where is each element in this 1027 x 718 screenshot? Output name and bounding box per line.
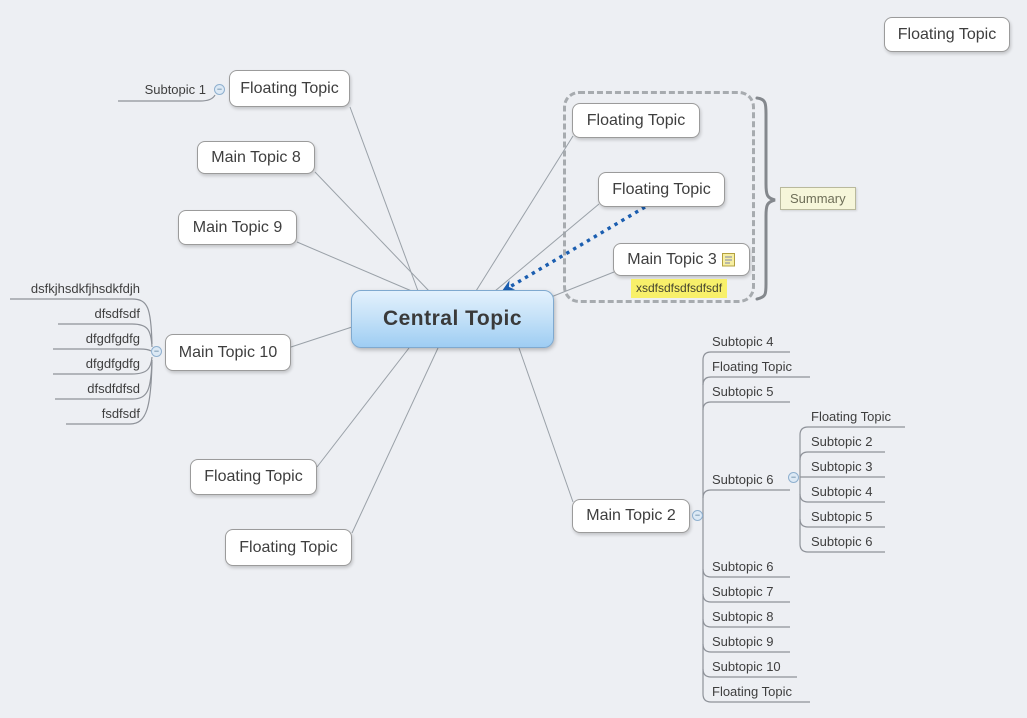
underline — [66, 361, 153, 425]
branch-line — [316, 347, 410, 468]
topic-label: Floating Topic — [612, 180, 711, 198]
underline — [702, 351, 790, 361]
mt10-child[interactable]: fsdfsdf — [101, 406, 140, 421]
mt2-child[interactable]: Subtopic 6 — [712, 472, 774, 487]
mt2-child[interactable]: Floating Topic — [712, 684, 792, 699]
underline — [118, 94, 216, 102]
subtopic6-child[interactable]: Subtopic 5 — [811, 509, 873, 524]
branch-line — [314, 171, 431, 293]
minus-icon: − — [790, 471, 797, 482]
underline — [702, 668, 797, 678]
underline — [702, 489, 790, 499]
mt10-child[interactable]: dfgdfgdfg — [85, 331, 140, 346]
mt2-child[interactable]: Floating Topic — [712, 359, 792, 374]
main-topic-9[interactable]: Main Topic 9 — [178, 210, 297, 245]
main-topic-8[interactable]: Main Topic 8 — [197, 141, 315, 174]
main-topic-10[interactable]: Main Topic 10 — [165, 334, 291, 371]
collapse-button-main-topic-2[interactable]: − — [692, 510, 703, 521]
minus-icon: − — [153, 345, 160, 356]
branch-line — [351, 347, 439, 534]
floating-topic-group-middle[interactable]: Floating Topic — [598, 172, 725, 207]
topic-label: Floating Topic — [586, 111, 686, 129]
collapse-button-subtopic1[interactable]: − — [214, 84, 225, 95]
branch-line — [550, 271, 615, 298]
mt10-child[interactable]: dfsdfsdf — [94, 306, 140, 321]
underline — [702, 643, 790, 653]
summary-topic[interactable]: Summary — [780, 187, 856, 210]
subtopic6-child[interactable]: Floating Topic — [811, 409, 891, 424]
branch-line — [290, 326, 353, 348]
topic-label: Floating Topic — [239, 538, 338, 556]
summary-brace — [755, 96, 776, 301]
floating-topic-group-top[interactable]: Floating Topic — [572, 103, 700, 138]
subtopic-1[interactable]: Subtopic 1 — [144, 82, 206, 97]
topic-label: Floating Topic — [204, 468, 303, 485]
collapse-button-main-topic-10[interactable]: − — [151, 346, 162, 357]
subtopic6-child[interactable]: Subtopic 6 — [811, 534, 873, 549]
minus-icon: − — [694, 509, 701, 520]
collapse-button-subtopic-6[interactable]: − — [788, 472, 799, 483]
note-callout[interactable]: xsdfsdfsdfsdfsdf — [631, 279, 728, 298]
grouping-boundary — [563, 91, 755, 303]
floating-topic-top-right[interactable]: Floating Topic — [884, 17, 1010, 52]
underline — [799, 426, 905, 436]
topic-label: Floating Topic — [897, 25, 997, 43]
topic-label: Floating Topic — [240, 79, 339, 97]
underline — [702, 376, 810, 386]
underline — [702, 618, 790, 628]
subtopic6-child[interactable]: Subtopic 2 — [811, 434, 873, 449]
central-topic-label: Central Topic — [382, 307, 523, 330]
relationship-arrowhead-icon — [502, 280, 516, 291]
topic-label: Main Topic 8 — [211, 148, 301, 166]
topic-label: Main Topic 10 — [178, 343, 278, 361]
underline — [702, 401, 790, 411]
minus-icon: − — [216, 83, 223, 94]
topic-label: Main Topic 9 — [192, 218, 283, 236]
central-topic[interactable]: Central Topic — [351, 290, 554, 348]
subtopic6-child[interactable]: Subtopic 4 — [811, 484, 873, 499]
branch-lines — [290, 106, 615, 534]
floating-topic-bottom-left-lower[interactable]: Floating Topic — [225, 529, 352, 566]
underline — [799, 451, 885, 461]
main-topic-2-tree — [702, 351, 905, 703]
branch-line — [475, 135, 574, 292]
underline — [10, 298, 153, 345]
subtopic6-child[interactable]: Subtopic 3 — [811, 459, 873, 474]
relationship-arrow-line[interactable] — [507, 205, 646, 290]
subtopic1-wire — [118, 94, 216, 102]
mt10-child[interactable]: dsfkjhsdkfjhsdkfdjh — [30, 281, 140, 296]
mt2-child[interactable]: Subtopic 10 — [712, 659, 781, 674]
underline — [702, 693, 810, 703]
mt2-child[interactable]: Subtopic 7 — [712, 584, 774, 599]
main-topic-10-tree — [10, 298, 153, 425]
topic-label: Main Topic 2 — [586, 507, 676, 524]
branch-line — [349, 106, 419, 292]
mt2-child[interactable]: Subtopic 4 — [712, 334, 774, 349]
underline — [702, 593, 790, 603]
underline — [799, 518, 885, 528]
floating-topic-top-left[interactable]: Floating Topic — [229, 70, 350, 107]
topic-label: Main Topic 3 — [627, 250, 717, 268]
main-topic-2[interactable]: Main Topic 2 — [572, 499, 690, 533]
mt10-child[interactable]: dfsdfdfsd — [87, 381, 140, 396]
underline — [799, 493, 885, 503]
mt2-child[interactable]: Subtopic 6 — [712, 559, 774, 574]
mt2-child[interactable]: Subtopic 5 — [712, 384, 774, 399]
mt2-child[interactable]: Subtopic 8 — [712, 609, 774, 624]
floating-topic-bottom-left-upper[interactable]: Floating Topic — [190, 459, 317, 495]
main-topic-3[interactable]: Main Topic 3 — [613, 243, 750, 276]
underline — [702, 568, 790, 578]
branch-line — [518, 347, 574, 503]
underline — [53, 348, 152, 352]
underline — [58, 323, 153, 348]
mt10-child[interactable]: dfgdfgdfg — [85, 356, 140, 371]
mt2-child[interactable]: Subtopic 9 — [712, 634, 774, 649]
note-icon[interactable] — [721, 252, 736, 267]
underline — [799, 543, 885, 553]
branch-line — [296, 241, 415, 293]
branch-line — [494, 203, 600, 292]
